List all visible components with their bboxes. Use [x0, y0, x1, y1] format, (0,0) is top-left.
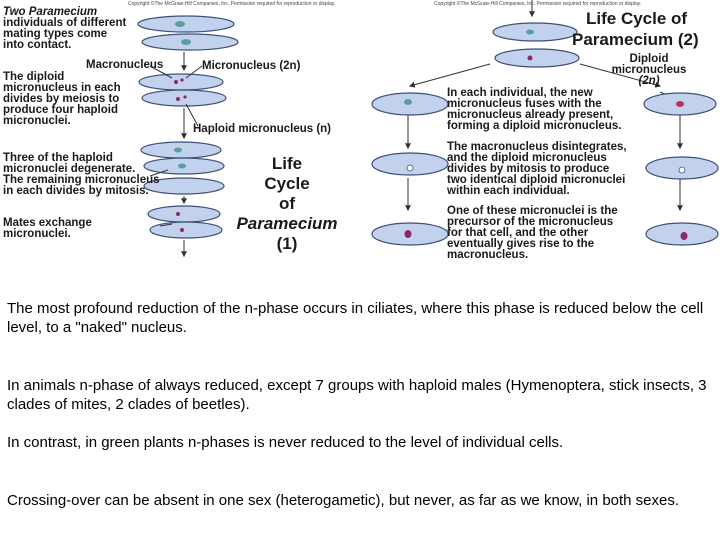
copyright-left: Copyright ©The McGraw-Hill Companies, In…	[128, 1, 336, 7]
macronucleus-mark	[175, 21, 185, 27]
left-arrows	[149, 52, 203, 258]
step3-line: The remaining micronucleus	[3, 174, 160, 186]
diploid-line: Diploid	[629, 53, 669, 65]
title-line: of	[278, 194, 296, 213]
micronucleus-mark	[183, 95, 187, 99]
step3-line: Three of the haploid	[3, 152, 113, 164]
step5-line: micronucleus already present,	[447, 109, 614, 121]
title-line: Paramecium	[236, 214, 338, 233]
step2-line: The diploid	[3, 71, 65, 83]
macronucleus-label: Macronucleus	[86, 59, 164, 71]
paragraph-crossing-over: Crossing-over can be absent in one sex (…	[7, 492, 680, 509]
micronucleus-mark	[176, 212, 180, 216]
diploid-line: (2n)	[638, 75, 660, 87]
left-cells	[137, 15, 239, 239]
right-side-nuclei	[404, 99, 688, 240]
step7-line: macronucleus.	[447, 249, 529, 261]
copyright-right: Copyright ©The McGraw-Hill Companies, In…	[434, 1, 642, 7]
diploid-line: micronucleus	[611, 64, 687, 76]
step6-line: two identical diploid micronuclei	[447, 174, 626, 186]
step2-line: micronuclei.	[3, 115, 71, 127]
micronucleus-mark	[180, 228, 184, 232]
diploid-label: Diploid micronucleus (2n)	[604, 53, 694, 87]
left-diagram-title: Life Cycle of Paramecium (1)	[228, 154, 346, 254]
step7-line: precursor of the micronucleus	[447, 216, 614, 228]
macronucleus-mark	[174, 147, 182, 153]
micronucleus-mark	[180, 78, 184, 82]
paramecium-cell	[143, 177, 225, 195]
step7-line: One of these micronuclei is the	[447, 205, 618, 217]
step3-line: in each divides by mitosis.	[3, 185, 149, 197]
title-line: Cycle	[264, 174, 310, 193]
title-line: Life Cycle of	[586, 9, 688, 28]
paragraph-plants: In contrast, in green plants n-phases is…	[7, 434, 564, 451]
micronucleus-label: Micronucleus (2n)	[202, 60, 301, 72]
title-line: Life	[271, 154, 303, 173]
micronucleus-mark	[176, 97, 180, 101]
paramecium-cell	[371, 152, 449, 176]
step6-line: The macronucleus disintegrates,	[447, 141, 627, 153]
step6-line: divides by mitosis to produce	[447, 163, 610, 175]
step5-line: forming a diploid micronucleus.	[447, 120, 622, 132]
step2-line: produce four haploid	[3, 104, 118, 116]
paragraph-ciliates: The most profound reduction of the n-pha…	[7, 300, 704, 336]
step2-line: micronucleus in each	[3, 82, 121, 94]
step1-line: mating types come	[3, 28, 108, 40]
step1-line: into contact.	[3, 39, 72, 51]
step3-label: Three of the haploid micronuclei degener…	[3, 152, 160, 197]
paramecium-cell	[137, 15, 235, 33]
right-top-cells	[492, 22, 580, 68]
step5-line: In each individual, the new	[447, 87, 593, 99]
right-diagram-title: Life Cycle of Paramecium (2)	[572, 8, 720, 50]
step5-label: In each individual, the new micronucleus…	[447, 87, 622, 132]
title-line: Paramecium (2)	[572, 30, 699, 49]
paramecium-cell	[138, 73, 224, 91]
step4-line: Mates exchange	[3, 217, 92, 229]
right-top-nuclei	[526, 29, 534, 61]
step3-line: micronuclei degenerate.	[3, 163, 136, 175]
step5-line: micronucleus fuses with the	[447, 98, 602, 110]
paramecium-cell	[147, 205, 221, 223]
macronucleus-mark	[181, 39, 191, 45]
step7-line: eventually gives rise to the	[447, 238, 595, 250]
left-nuclei	[174, 21, 191, 232]
paramecium-cell	[494, 48, 580, 68]
macronucleus-mark	[178, 163, 186, 169]
step2-label: The diploid micronucleus in each divides…	[3, 71, 121, 127]
paramecium-cell	[492, 22, 578, 42]
step1-line: individuals of different	[3, 17, 127, 29]
step7-line: for that cell, and the other	[447, 227, 589, 239]
step4-line: micronuclei.	[3, 228, 71, 240]
step2-line: divides by meiosis to	[3, 93, 120, 105]
step6-line: within each individual.	[447, 185, 570, 197]
step1-label: Two Paramecium individuals of different …	[3, 6, 127, 51]
paramecium-cell	[149, 221, 223, 239]
paragraph-animals: In animals n-phase of always reduced, ex…	[7, 377, 707, 413]
step6-line: and the diploid micronucleus	[447, 152, 607, 164]
step1-line: Two Paramecium	[3, 6, 98, 18]
title-line: (1)	[276, 234, 298, 253]
step4-label: Mates exchange micronuclei.	[3, 217, 92, 240]
right-arrows	[405, 0, 685, 212]
haploid-label: Haploid micronucleus (n)	[193, 123, 332, 135]
paramecium-diagram	[137, 0, 719, 258]
micronucleus-mark	[174, 80, 178, 84]
step6-label: The macronucleus disintegrates, and the …	[447, 141, 627, 197]
step7-label: One of these micronuclei is the precurso…	[447, 205, 618, 261]
